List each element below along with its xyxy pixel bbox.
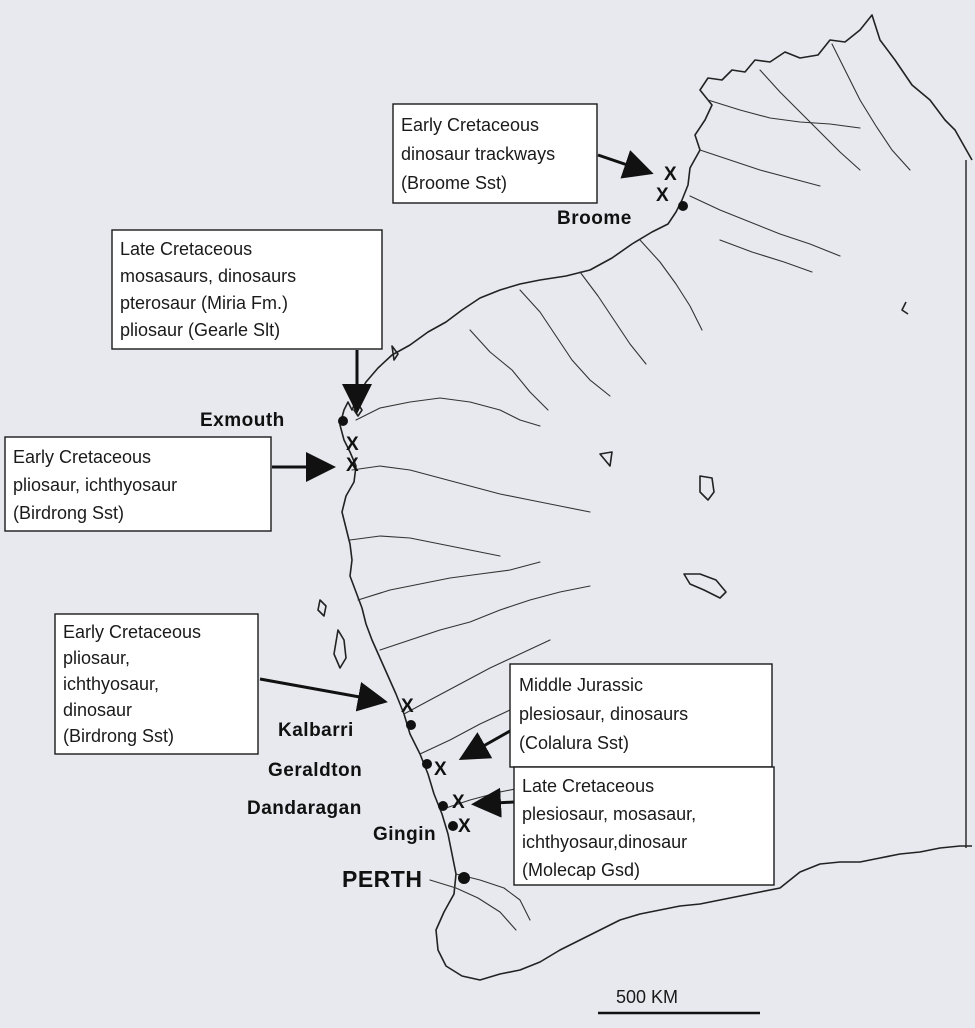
callout-arrows: [259, 150, 654, 818]
town-label-exmouth: Exmouth: [200, 410, 285, 431]
town-label-gingin: Gingin: [373, 824, 436, 845]
site-marker: X: [656, 185, 669, 206]
town-label-perth: PERTH: [342, 866, 422, 892]
town-label-dandaragan: Dandaragan: [247, 798, 362, 819]
site-marker: X: [458, 816, 471, 837]
island: [333, 629, 347, 669]
town-dot-exmouth: [338, 416, 348, 426]
site-marker: X: [346, 455, 359, 476]
site-marker: X: [434, 759, 447, 780]
town-dot-geraldton: [422, 759, 432, 769]
town-dot-perth: [458, 872, 470, 884]
arrow: [471, 787, 515, 818]
localities: Broome Exmouth Kalbarri Geraldton Dandar…: [200, 201, 688, 892]
lake: [901, 301, 909, 315]
lake: [599, 451, 613, 467]
town-dot-kalbarri: [406, 720, 416, 730]
arrow: [458, 729, 511, 760]
town-label-geraldton: Geraldton: [268, 760, 362, 781]
coastline: [339, 14, 973, 981]
island: [317, 599, 327, 617]
site-marker: X: [452, 792, 465, 813]
lake: [699, 475, 715, 501]
site-marker: X: [346, 434, 359, 455]
town-dot-dandaragan: [438, 801, 448, 811]
town-label-broome: Broome: [557, 208, 632, 229]
town-dot-broome: [678, 201, 688, 211]
arrow: [259, 677, 388, 712]
island: [391, 345, 399, 361]
lake: [683, 573, 727, 599]
fossil-site-markers: X X X X X X X X: [346, 164, 677, 837]
site-marker: X: [664, 164, 677, 185]
town-dot-gingin: [448, 821, 458, 831]
site-marker: X: [401, 696, 414, 717]
scale-bar: 500 KM: [598, 987, 760, 1015]
town-label-kalbarri: Kalbarri: [278, 720, 354, 741]
arrow: [597, 150, 654, 179]
scale-bar-label: 500 KM: [616, 987, 678, 1007]
